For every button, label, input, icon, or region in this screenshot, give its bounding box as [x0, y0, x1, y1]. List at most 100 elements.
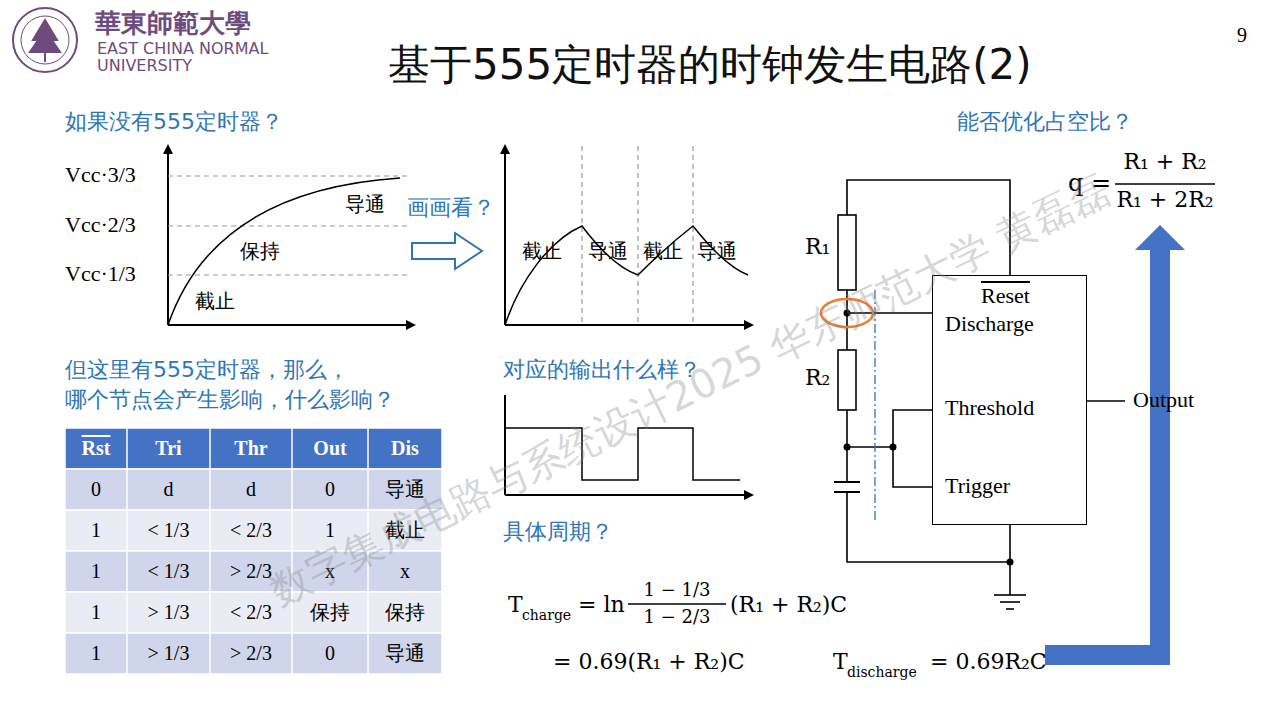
question-text: 能否优化占空比？ [957, 110, 1133, 134]
truth-table-grid [65, 592, 442, 633]
subscript-text: charge [522, 608, 571, 623]
truth-table-grid [367, 428, 369, 674]
fraction-bar [1115, 183, 1215, 184]
truth-table-grid [65, 428, 442, 674]
oscillation-plot [505, 146, 752, 325]
formula-text: R₁ + 2R₂ [1115, 188, 1215, 212]
table-header: Thr [210, 428, 292, 469]
university-logo [30, 30, 60, 52]
state-label: 导通 [345, 193, 385, 215]
table-header: Rst [65, 428, 127, 469]
ground-symbol [994, 594, 1026, 596]
circuit-wires [847, 180, 1125, 595]
formula-text: R₁ + R₂ [1115, 150, 1215, 174]
charge-curve-plot [168, 225, 408, 226]
table-cell: < 2/3 [210, 510, 292, 551]
question-text: 哪个节点会产生影响，什么影响？ [65, 388, 395, 412]
formula-text: = ln [578, 593, 625, 617]
table-cell: 导通 [368, 633, 442, 674]
table-cell: < 1/3 [127, 510, 210, 551]
table-cell: 0 [292, 469, 368, 510]
university-logo [21, 16, 69, 64]
state-label: 截止 [195, 290, 235, 312]
question-text: 具体周期？ [503, 520, 613, 544]
charge-curve-plot [168, 175, 408, 176]
capacitor-symbol [834, 491, 860, 493]
table-header: Out [292, 428, 368, 469]
axis-label: Vcc·2/3 [65, 213, 136, 237]
table-cell: 1 [292, 510, 368, 551]
charge-curve-plot [168, 178, 400, 325]
state-label: 截止 [643, 240, 683, 262]
truth-table-grid [65, 633, 442, 674]
oscillation-plot [582, 146, 693, 325]
question-text: 画画看？ [407, 196, 495, 220]
circuit-wires [847, 446, 893, 448]
pin-label: Discharge [945, 312, 1034, 336]
formula-text: (R₁ + R₂)C [730, 593, 847, 617]
table-cell: > 1/3 [127, 592, 210, 633]
question-text: 但这里有555定时器，那么， [65, 358, 349, 382]
oscillation-plot [637, 146, 638, 325]
table-cell: 1 [65, 592, 127, 633]
truth-table-grid [65, 469, 442, 510]
truth-table-grid [65, 428, 442, 469]
truth-table-grid [65, 551, 442, 592]
pin-label: Output [1133, 388, 1194, 412]
formula-text: T [833, 650, 848, 674]
table-cell: d [127, 469, 210, 510]
resistor-symbol [838, 215, 856, 410]
pin-label: Reset [981, 284, 1030, 308]
formula-text: = 0.69R₂C [930, 650, 1047, 674]
logo-text: UNIVERSITY [97, 57, 192, 75]
fraction-bar [628, 603, 726, 604]
university-logo [13, 8, 77, 72]
state-label: 导通 [588, 240, 628, 262]
junction-dot [844, 444, 851, 451]
university-logo [44, 52, 46, 62]
formula-text: 1 − 2/3 [628, 607, 726, 627]
resistor-symbol [838, 215, 856, 290]
table-cell: < 1/3 [127, 551, 210, 592]
oscillation-plot [505, 226, 748, 325]
page-number: 9 [1237, 24, 1247, 46]
output-waveform [505, 428, 740, 480]
table-cell: x [368, 551, 442, 592]
table-header: Dis [368, 428, 442, 469]
fraction-bar [628, 184, 1215, 604]
subscript-text: discharge [847, 665, 917, 680]
table-cell: 截止 [368, 510, 442, 551]
state-label: 截止 [522, 240, 562, 262]
junction-dot [890, 444, 897, 451]
formula-text: q = [1068, 170, 1111, 196]
truth-table-grid [126, 428, 128, 674]
slide-title: 基于555定时器的时钟发生电路(2) [388, 42, 1032, 88]
pin-label: Trigger [945, 474, 1010, 498]
output-waveform [505, 395, 752, 495]
table-header: Tri [127, 428, 210, 469]
pin-label: Threshold [945, 396, 1034, 420]
formula-text: 1 − 1/3 [628, 580, 726, 600]
question-text: 如果没有555定时器？ [65, 110, 283, 134]
circuit-wires [893, 410, 932, 487]
formula-text: = 0.69(R₁ + R₂)C [553, 650, 745, 674]
table-cell: > 2/3 [210, 551, 292, 592]
table-cell: > 2/3 [210, 633, 292, 674]
question-text: 对应的输出什么样？ [503, 358, 701, 382]
table-cell: 1 [65, 633, 127, 674]
resistor-label: R₂ [805, 366, 830, 390]
dash-dot-line [874, 290, 875, 522]
table-cell: 0 [292, 633, 368, 674]
table-cell: > 1/3 [127, 633, 210, 674]
charge-curve-plot [168, 146, 414, 325]
timer-chip: ResetDischargeThresholdTrigger [932, 275, 1087, 525]
table-cell: 保持 [368, 592, 442, 633]
state-label: 导通 [697, 240, 737, 262]
axis-label: Vcc·3/3 [65, 163, 136, 187]
output-waveform [504, 395, 506, 495]
junction-dot [844, 310, 851, 317]
resistor-label: R₁ [805, 235, 830, 259]
logo-text: 華東師範大學 [95, 10, 251, 39]
charge-curve-plot [167, 146, 169, 325]
